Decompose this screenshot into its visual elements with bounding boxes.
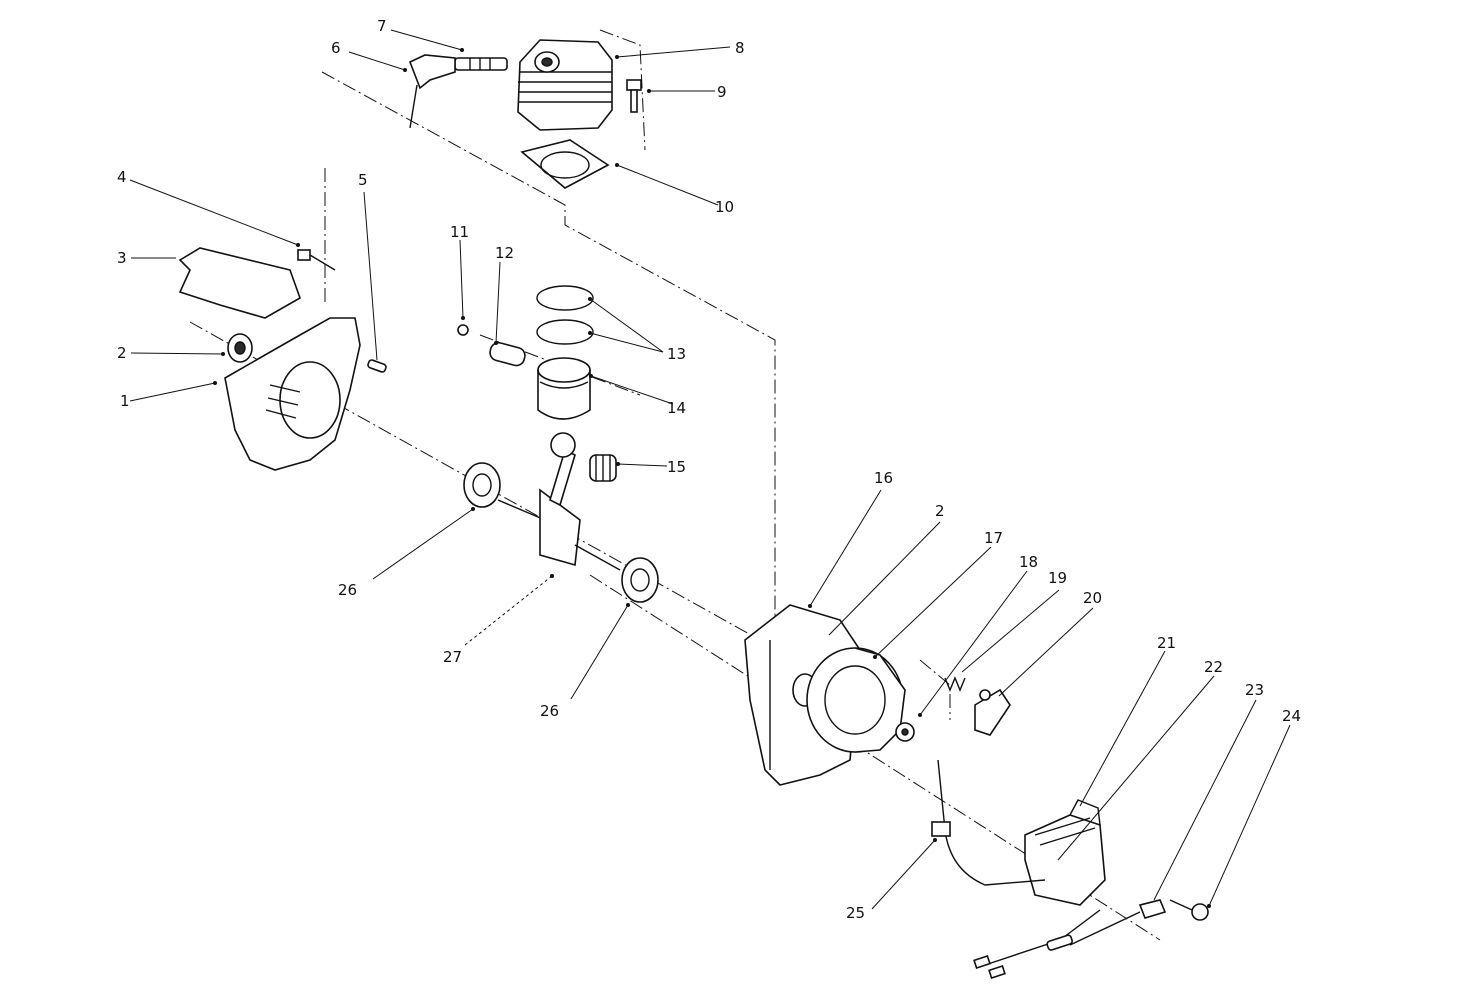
callout-22: 22	[1204, 658, 1223, 676]
callout-17: 17	[984, 529, 1003, 547]
callout-2-left: 2	[117, 344, 127, 362]
cylinder-bolt-part	[626, 79, 642, 113]
spark-plug-part	[454, 57, 508, 71]
piston-part	[537, 357, 591, 420]
ground-terminal-part	[973, 899, 1167, 979]
callout-15: 15	[667, 458, 686, 476]
main-bearing-left-part	[463, 462, 501, 508]
callout-27: 27	[443, 648, 462, 666]
needle-bearing-part	[589, 454, 617, 482]
callout-11: 11	[450, 223, 469, 241]
callout-9: 9	[717, 83, 727, 101]
callout-numbers: 1 2 2 3 4 5 6 7 8 9 10 11 12 13 14 15 16…	[117, 17, 1301, 922]
callout-13: 13	[667, 345, 686, 363]
callout-18: 18	[1019, 553, 1038, 571]
callout-26-left: 26	[338, 581, 357, 599]
callout-20: 20	[1083, 589, 1102, 607]
callout-23: 23	[1245, 681, 1264, 699]
main-bearing-right-part	[621, 557, 659, 603]
callout-26-right: 26	[540, 702, 559, 720]
callout-21: 21	[1157, 634, 1176, 652]
flywheel-part	[806, 647, 906, 753]
callout-4: 4	[117, 168, 127, 186]
dowel-pin-part	[367, 359, 387, 373]
pawl-part	[974, 688, 1011, 736]
callout-14: 14	[667, 399, 686, 417]
callout-dots	[213, 48, 1211, 908]
leader-lines	[129, 29, 1291, 910]
callout-16: 16	[874, 469, 893, 487]
crankshaft-part	[497, 432, 621, 571]
callout-5: 5	[358, 171, 368, 189]
spring-part	[944, 676, 966, 692]
ignition-module-part	[1024, 799, 1106, 906]
cylinder-part	[517, 39, 613, 131]
cylinder-gasket-part	[520, 139, 610, 189]
spark-plug-lead-part	[931, 759, 1046, 886]
piston-pin-clip-part	[457, 324, 469, 336]
intake-gasket-part	[178, 247, 301, 319]
assembly-axis-lines	[189, 29, 1161, 941]
module-screw-part	[1169, 899, 1209, 921]
callout-12: 12	[495, 244, 514, 262]
callout-19: 19	[1048, 569, 1067, 587]
callout-24: 24	[1282, 707, 1301, 725]
piston-pin-part	[489, 341, 526, 367]
flywheel-nut-part	[895, 722, 915, 742]
callout-7: 7	[377, 17, 387, 35]
crankcase-half-part	[224, 317, 361, 471]
callout-25: 25	[846, 904, 865, 922]
oil-seal-left-part	[227, 333, 253, 363]
callout-1: 1	[120, 392, 130, 410]
screw-part	[297, 249, 336, 271]
callout-2-right: 2	[935, 502, 945, 520]
spark-plug-boot-part	[408, 54, 456, 129]
callout-3: 3	[117, 249, 127, 267]
callout-6: 6	[331, 39, 341, 57]
callout-10: 10	[715, 198, 734, 216]
callout-8: 8	[735, 39, 745, 57]
piston-rings-part	[536, 285, 594, 345]
